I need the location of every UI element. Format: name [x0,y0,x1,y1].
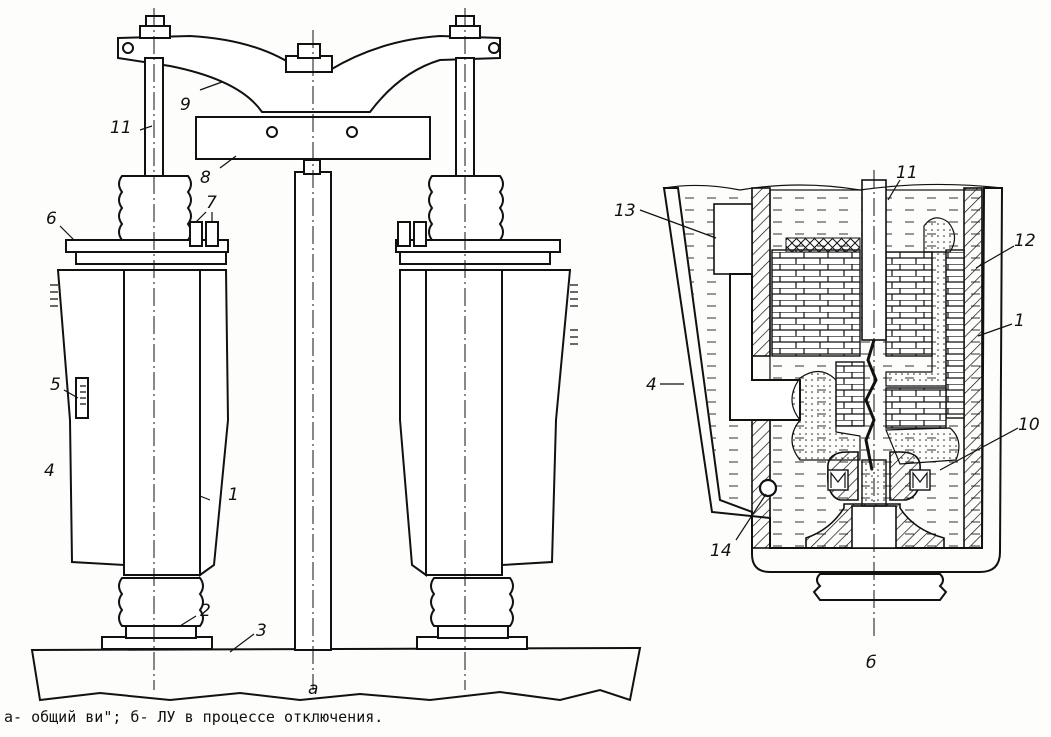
callout-b-12: 12 [1014,231,1036,251]
chamber-13 [713,203,753,275]
left-ribs [50,284,58,307]
center-column-neck [303,159,321,175]
right-column [425,269,503,576]
sublabel-a: а [308,679,318,699]
figure-a-leaders [59,81,255,653]
sublabel-b: б [866,653,876,673]
callout-a-1: 1 [228,485,239,505]
base-plate [30,646,642,702]
callout-b-4: 4 [646,375,657,395]
callout-a-2: 2 [200,601,211,621]
callout-a-7: 7 [206,193,217,213]
right-housing [501,269,572,567]
figure-a-general-view: 9 11 8 7 6 5 4 1 2 3 а [30,8,642,702]
gas-bubble-top [923,217,956,253]
left-top-bellows [118,175,192,241]
left-mounting-plate-6 [65,239,229,253]
right-housing-left [399,269,427,577]
figure-b-section-view: 13 11 12 1 4 10 14 б [614,163,1040,673]
right-bottom-bellows [430,577,514,627]
yoke-hole-left [122,42,134,54]
indicator-5-ticks [80,385,86,405]
callout-a-8: 8 [200,168,211,188]
callout-b-13: 13 [614,201,636,221]
left-top-nut [139,25,171,39]
crossbar-hole-left [266,126,278,138]
figure-b-callouts: 13 11 12 1 4 10 14 б [614,163,1040,673]
gas-bubble-left [791,370,861,461]
yoke-center-bolt [297,43,321,59]
callout-a-6: 6 [46,209,57,229]
figure-b-leaders [639,179,1019,541]
top-liquid-edge [663,183,1003,191]
left-arrester-unit [50,175,230,639]
spring-m-right-glyph [912,471,928,488]
bottom-flange-section [812,573,948,601]
inner-wall-left [751,187,771,357]
left-contact-7b [205,221,219,247]
left-housing-right [199,269,230,577]
left-plate-shelf [75,251,227,265]
upper-right-stack [885,251,933,357]
right-contact-b [413,221,427,247]
left-contact-7a [189,221,203,247]
crossbar-hole-right [346,126,358,138]
right-ribs [570,284,578,345]
callout-a-9: 9 [180,95,191,115]
right-top-bellows [428,175,504,241]
gas-column [885,251,947,387]
right-bottom-flange [437,625,509,639]
right-arrester-unit [395,175,578,639]
callout-a-5: 5 [50,375,61,395]
outer-tank-4 [662,187,1004,573]
callout-b-14: 14 [710,541,732,561]
ring-12-stack [945,249,965,419]
figure-a-callouts: 9 11 8 7 6 5 4 1 2 3 а [44,95,318,699]
left-bottom-flange-2 [125,625,197,639]
callout-b-10: 10 [1018,415,1040,435]
lower-right-stack [885,387,947,429]
arc-channel [864,339,878,471]
callout-a-11: 11 [110,118,132,138]
callout-a-3: 3 [256,621,267,641]
valve-14 [758,478,778,498]
lower-left-stack [835,361,865,427]
callout-a-4: 4 [44,461,55,481]
figure-caption: а- общий ви"; б- ЛУ в процессе отключени… [4,708,384,726]
upper-left-crosshatch [785,237,861,253]
spring-m-left-glyph [830,471,846,488]
inner-wall-right [963,187,983,549]
callout-b-1: 1 [1014,311,1025,331]
left-top-nut-head [145,15,165,27]
right-plate-shelf [399,251,551,265]
callout-b-11: 11 [896,163,918,183]
left-housing-4 [56,269,125,567]
yoke-hole-right [488,42,500,54]
left-column-1 [123,269,201,576]
upper-left-stack [771,249,861,357]
right-contact-a [397,221,411,247]
left-bottom-bellows [118,577,204,627]
